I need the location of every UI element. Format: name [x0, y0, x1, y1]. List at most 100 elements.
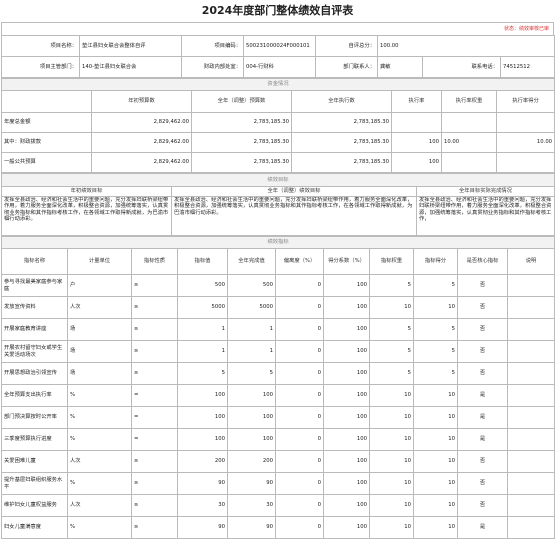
cell-unit: % — [67, 516, 132, 539]
cell-unit: 场 — [67, 340, 132, 363]
indicator-name: 发放宣传资料 — [1, 296, 68, 319]
cell-done: 90 — [227, 516, 276, 539]
column-header: 得分系数（%） — [323, 248, 370, 275]
info-value: 140-垫江县妇女联合会 — [79, 56, 182, 78]
column-header: 说明 — [506, 248, 555, 275]
info-label: 项目编码： — [181, 35, 244, 57]
cell-weight — [441, 112, 497, 133]
cell-target: 1 — [177, 340, 228, 363]
cell-score: 10 — [413, 296, 458, 319]
cell-executed: 2,783,185.30 — [291, 152, 392, 173]
funds-section-row: 资金情况 — [0, 78, 555, 91]
cell-coefficient: 100 — [323, 428, 370, 451]
cell-coefficient: 100 — [323, 406, 370, 429]
cell-unit: 人次 — [67, 296, 132, 319]
cell-executed: 2,783,185.30 — [291, 112, 392, 133]
cell-weight: 10 — [369, 494, 414, 517]
cell-initial: 2,829,462.00 — [91, 152, 192, 173]
column-header: 指标性质 — [131, 248, 178, 275]
cell-score: 5 — [413, 274, 458, 297]
page-title: 2024年度部门整体绩效自评表 — [201, 4, 354, 17]
cell-deviation: 0 — [275, 340, 324, 363]
column-header: 指标值 — [177, 248, 228, 275]
cell-note — [506, 362, 555, 385]
cell-done: 500 — [227, 274, 276, 297]
cell-done: 100 — [227, 384, 276, 407]
cell-weight: 10 — [369, 472, 414, 495]
cell-target: 200 — [177, 450, 228, 473]
cell-nature: ≥ — [131, 362, 178, 385]
cell-target: 100 — [177, 384, 228, 407]
cell-nature: ≥ — [131, 318, 178, 341]
cell-initial: 2,829,462.00 — [91, 112, 192, 133]
cell-done: 1 — [227, 318, 276, 341]
cell-note — [506, 340, 555, 363]
column-header: 指标权重 — [369, 248, 414, 275]
cell-weight: 10 — [369, 296, 414, 319]
row-label: 其中：财政拨款 — [1, 132, 92, 153]
cell-weight: 5 — [369, 274, 414, 297]
cell-nature: ≥ — [131, 274, 178, 297]
cell-core: 否 — [457, 318, 508, 341]
cell-rate — [391, 112, 442, 133]
cell-executed: 2,783,185.30 — [291, 132, 392, 153]
column-header: 指标得分 — [413, 248, 458, 275]
cell-deviation: 0 — [275, 384, 324, 407]
indicator-name: 部门预决算按时公开率 — [1, 406, 68, 429]
section-title: 绩效指标 — [0, 236, 555, 249]
column-header: 全年执行数 — [291, 90, 392, 113]
indicator-name: 参与寻找最美家庭参与家庭 — [1, 274, 68, 297]
column-header: 年初预算数 — [91, 90, 192, 113]
status-badge: 状态：绩效审核已审 — [503, 26, 549, 32]
section-title: 资金情况 — [0, 78, 555, 91]
cell-done: 90 — [227, 472, 276, 495]
cell-weight: 5 — [369, 318, 414, 341]
column-header: 指标名称 — [1, 248, 68, 275]
cell-note — [506, 406, 555, 429]
cell-weight: 10 — [369, 384, 414, 407]
indicator-name: 三季度预算执行进度 — [1, 428, 68, 451]
cell-score: 10 — [413, 450, 458, 473]
cell-done: 100 — [227, 406, 276, 429]
cell-unit: % — [67, 384, 132, 407]
cell-coefficient: 100 — [323, 362, 370, 385]
cell-weight: 10 — [369, 406, 414, 429]
cell-weight: 5 — [369, 362, 414, 385]
cell-done: 5 — [227, 362, 276, 385]
cell-unit: 场 — [67, 318, 132, 341]
info-value: 龚敏 — [377, 56, 423, 78]
cell-score: 10 — [413, 516, 458, 539]
cell-nature: = — [131, 428, 178, 451]
column-header: 全年（调整）绩效目标 — [171, 186, 417, 197]
row-label: 一般公共预算 — [1, 152, 92, 173]
cell-unit: % — [67, 406, 132, 429]
cell-done: 5000 — [227, 296, 276, 319]
indicator-name: 维护妇女儿童权益服务 — [1, 494, 68, 517]
cell-nature: ≥ — [131, 494, 178, 517]
cell-score: 5 — [413, 362, 458, 385]
cell-target: 30 — [177, 494, 228, 517]
indicator-name: 全年预算支出执行率 — [1, 384, 68, 407]
column-header: 偏离度（%） — [275, 248, 324, 275]
cell-deviation: 0 — [275, 406, 324, 429]
indicators-table: 绩效指标 指标名称 计量单位 指标性质 指标值 全年完成值 偏离度（%） 得分系… — [0, 236, 555, 539]
info-value: 100.00 — [376, 35, 555, 57]
indicators-header-row: 指标名称 计量单位 指标性质 指标值 全年完成值 偏离度（%） 得分系数（%） … — [1, 248, 555, 275]
cell-nature: ≥ — [131, 296, 178, 319]
cell-unit: 户 — [67, 274, 132, 297]
cell-core: 否 — [457, 450, 508, 473]
cell-target: 90 — [177, 472, 228, 495]
column-header: 是否核心指标 — [457, 248, 508, 275]
column-header: 年初绩效目标 — [1, 186, 172, 197]
cell-target: 5000 — [177, 296, 228, 319]
funds-table: 资金情况 年初预算数 全年（调整）预算数 全年执行数 执行率 执行率权重 执行率… — [0, 78, 555, 173]
cell-coefficient: 100 — [323, 450, 370, 473]
cell-note — [506, 472, 555, 495]
info-value: 004-行财科 — [243, 56, 316, 78]
cell-note — [506, 516, 555, 539]
cell-unit: % — [67, 472, 132, 495]
